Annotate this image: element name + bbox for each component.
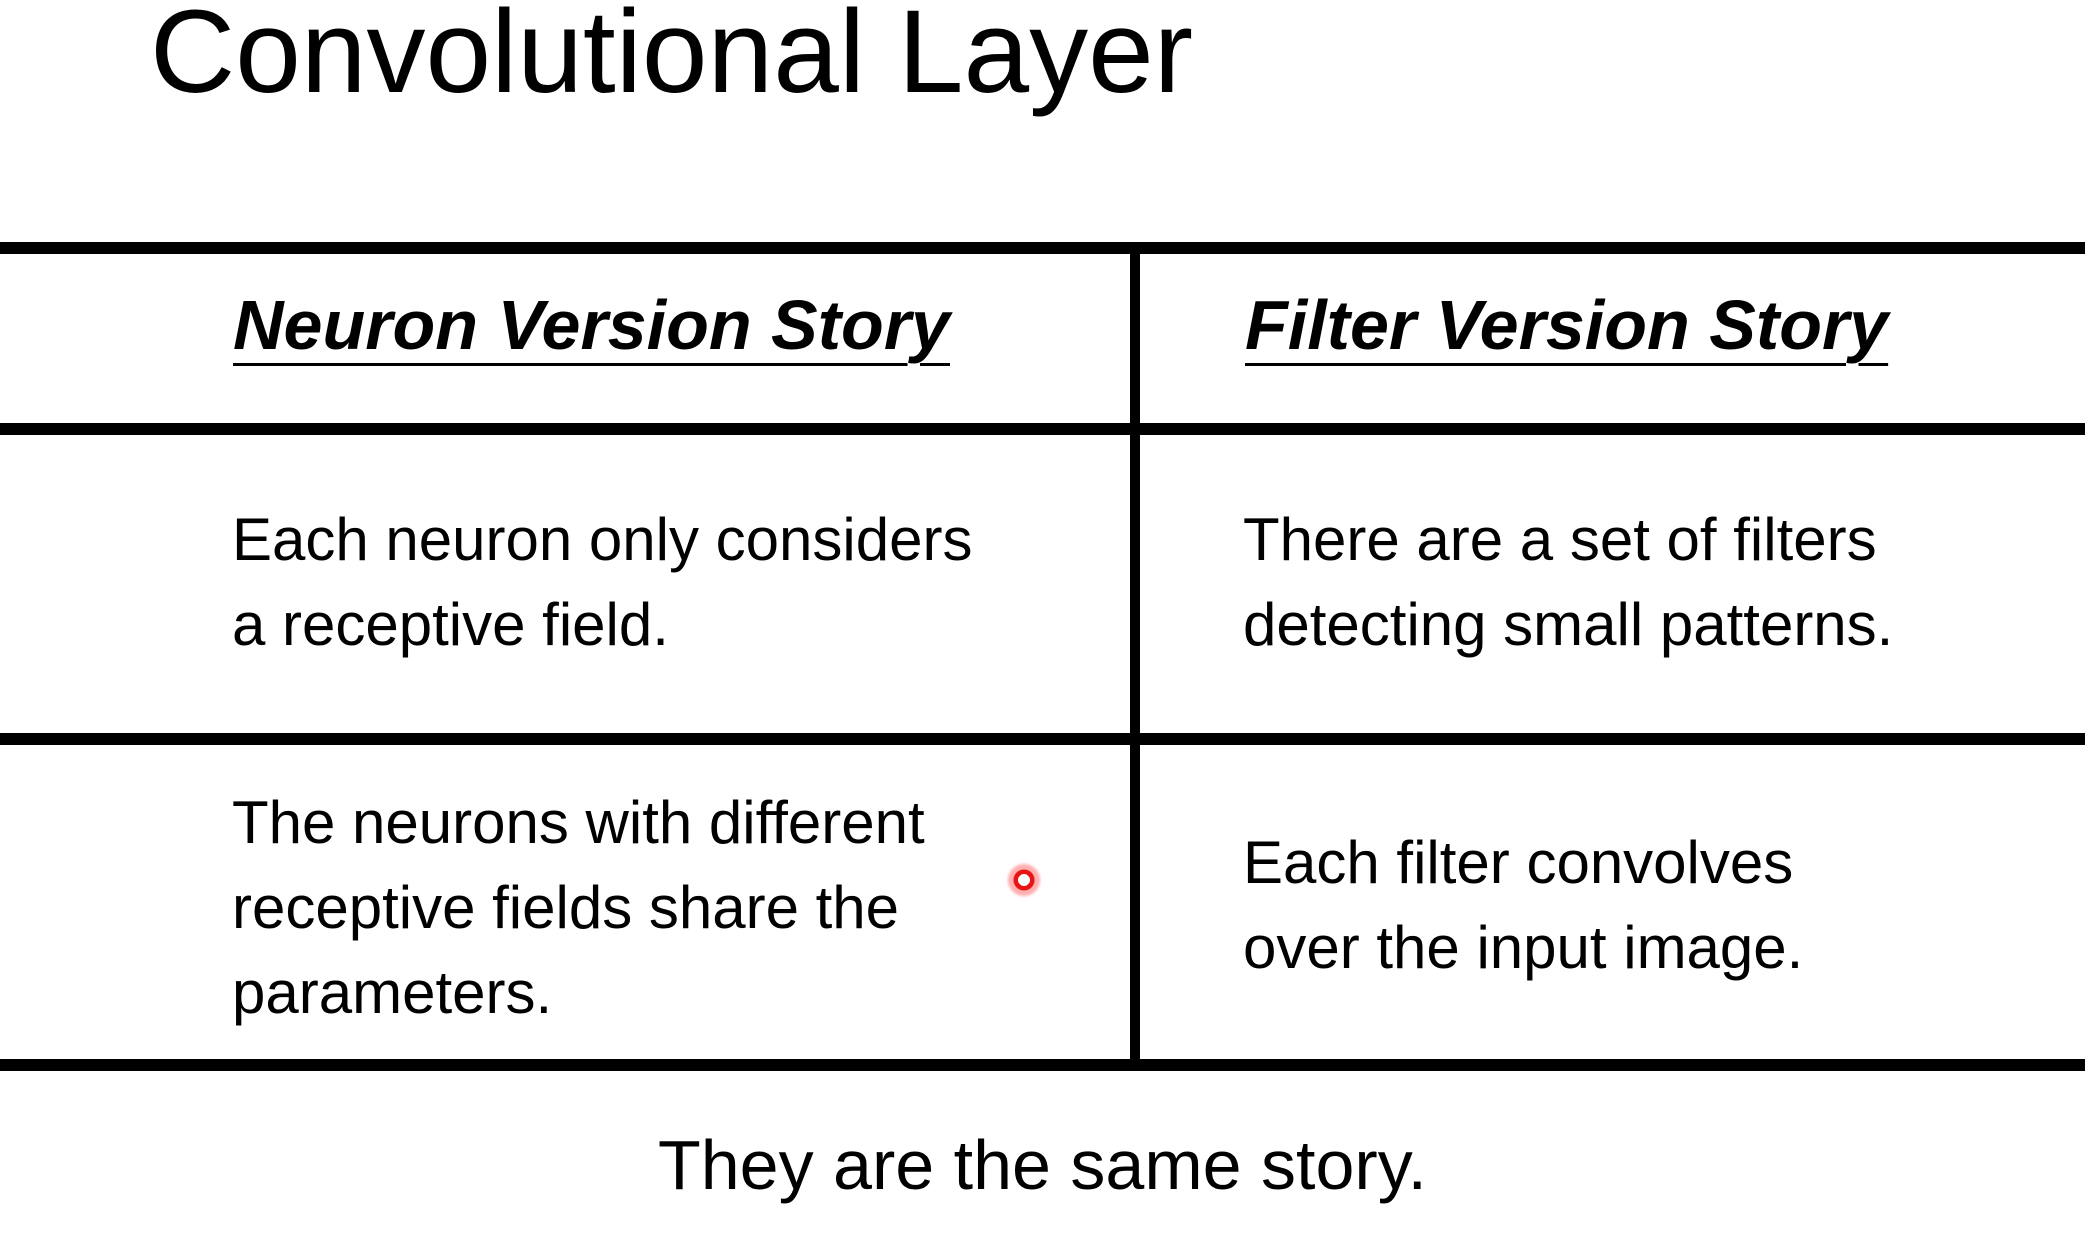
header-row-divider	[0, 423, 2085, 435]
row2-filter-cell: Each filter convolves over the input ima…	[1243, 820, 1803, 990]
row2-neuron-line1: The neurons with different	[232, 789, 925, 856]
row-divider	[0, 733, 2085, 745]
row1-neuron-line1: Each neuron only considers	[232, 506, 973, 573]
slide-title: Convolutional Layer	[150, 0, 1193, 118]
header-neuron-version: Neuron Version Story	[233, 286, 950, 364]
row2-neuron-line3: parameters.	[232, 959, 553, 1026]
row2-neuron-line2: receptive fields share the	[232, 874, 900, 941]
row1-filter-line1: There are a set of filters	[1243, 506, 1877, 573]
row1-filter-line2: detecting small patterns.	[1243, 591, 1894, 658]
table-bottom-border	[0, 1059, 2085, 1071]
laser-pointer-icon	[1006, 862, 1042, 898]
row2-filter-line1: Each filter convolves	[1243, 829, 1794, 896]
row2-filter-line2: over the input image.	[1243, 914, 1804, 981]
row2-neuron-cell: The neurons with different receptive fie…	[232, 780, 925, 1035]
column-divider	[1130, 242, 1140, 1071]
row1-neuron-cell: Each neuron only considers a receptive f…	[232, 497, 972, 667]
table-top-border	[0, 242, 2085, 254]
row1-filter-cell: There are a set of filters detecting sma…	[1243, 497, 1893, 667]
footer-conclusion: They are the same story.	[657, 1126, 1427, 1204]
header-filter-version: Filter Version Story	[1245, 286, 1889, 364]
row1-neuron-line2: a receptive field.	[232, 591, 669, 658]
